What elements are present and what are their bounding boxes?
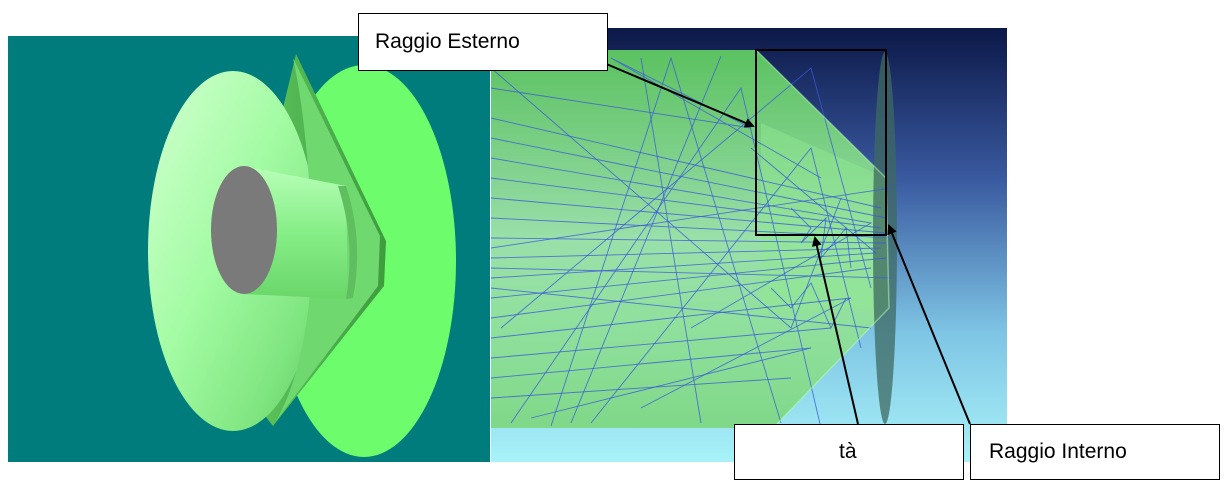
- label-raggio-esterno: Raggio Esterno: [358, 13, 608, 71]
- label-ta-text: tà: [839, 440, 857, 463]
- ray-trace-view: [491, 28, 1007, 462]
- label-raggio-esterno-text: Raggio Esterno: [375, 30, 520, 53]
- solid-cone-render: [148, 54, 456, 457]
- label-raggio-interno: Raggio Interno: [970, 424, 1220, 480]
- inner-tube-end: [338, 186, 358, 299]
- label-raggio-interno-text: Raggio Interno: [989, 440, 1127, 463]
- ray-trace-render: [491, 28, 1007, 462]
- label-ta: tà: [734, 424, 964, 480]
- tube-opening: [211, 166, 277, 294]
- solid-cone-view: [8, 36, 490, 462]
